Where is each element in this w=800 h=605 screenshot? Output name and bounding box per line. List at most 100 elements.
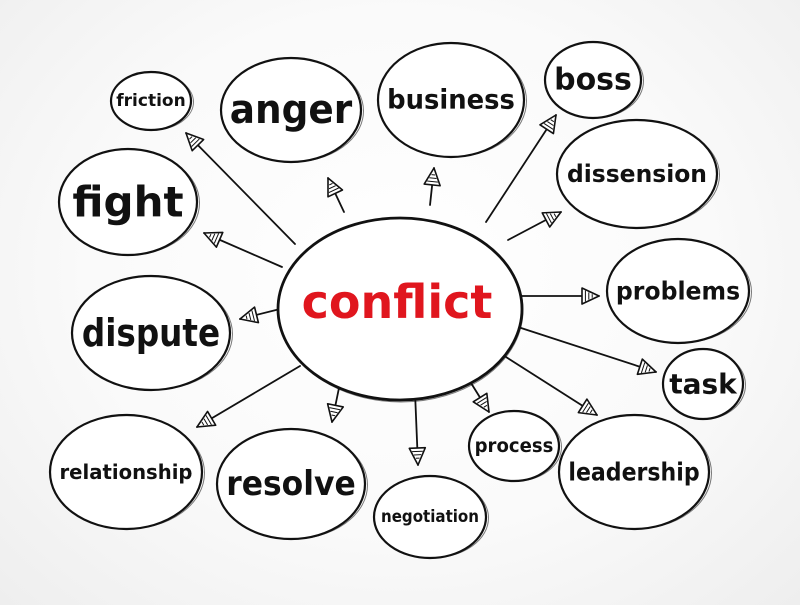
node-negotiation: negotiation xyxy=(372,474,489,560)
node-label: dissension xyxy=(567,160,707,188)
arrowhead xyxy=(185,132,205,152)
arrowhead-hatch xyxy=(205,415,212,425)
node-ellipse xyxy=(109,70,193,132)
arrowhead-hatch xyxy=(549,213,555,221)
node-label: process xyxy=(475,435,554,457)
arrow-friction xyxy=(185,132,296,245)
arrowhead-hatch xyxy=(190,137,197,144)
arrowhead-hatch xyxy=(550,119,555,123)
node-label: resolve xyxy=(226,464,356,504)
arrowhead-hatch xyxy=(644,365,648,373)
arrowhead-hatch xyxy=(589,409,593,414)
arrow-line xyxy=(485,114,557,223)
arrowhead xyxy=(203,231,224,248)
node-ellipse xyxy=(605,237,751,345)
node-ellipse xyxy=(48,413,204,531)
arrowhead-hatch xyxy=(328,187,339,194)
node-ellipse xyxy=(372,474,488,560)
arrow-dissension xyxy=(507,211,562,241)
arrow-anger xyxy=(327,177,345,213)
arrowhead-hatch xyxy=(329,182,333,186)
arrowhead-hatch xyxy=(476,397,487,404)
node-relationship: relationship xyxy=(48,413,205,531)
node-ellipse xyxy=(57,147,199,257)
arrow-dispute xyxy=(239,306,281,324)
arrow-boss xyxy=(485,114,557,223)
arrowhead-hatch xyxy=(211,233,216,241)
node-leadership: leadership xyxy=(557,413,712,531)
arrowhead xyxy=(408,446,427,466)
arrowhead xyxy=(539,114,557,135)
arrowhead-hatch xyxy=(331,414,336,417)
node-ellipse xyxy=(376,41,526,159)
arrow-line xyxy=(517,326,657,373)
arrowhead-hatch xyxy=(480,401,487,406)
arrowhead-hatch xyxy=(483,404,488,408)
arrowhead-hatch xyxy=(547,121,554,126)
arrow-line xyxy=(505,356,598,416)
node-ellipse xyxy=(555,118,719,230)
arrowhead-hatch xyxy=(328,185,336,190)
node-dispute: dispute xyxy=(70,274,233,392)
arrowhead xyxy=(472,392,490,413)
node-business: business xyxy=(376,41,527,159)
arrow-line xyxy=(196,365,301,428)
node-label: task xyxy=(669,368,738,401)
node-label: business xyxy=(387,85,515,116)
arrowhead-hatch xyxy=(648,368,651,372)
node-label: boss xyxy=(554,63,632,98)
node-label: dispute xyxy=(82,311,220,355)
arrowhead-hatch xyxy=(203,418,209,426)
node-ellipse xyxy=(215,427,367,541)
node-dissension: dissension xyxy=(555,118,720,230)
arrowhead-hatch xyxy=(429,177,437,180)
arrowhead-hatch xyxy=(329,407,341,411)
arrowhead-hatch xyxy=(251,310,255,322)
node-friction: friction xyxy=(109,70,194,132)
node-problems: problems xyxy=(605,237,752,345)
arrowhead xyxy=(577,398,598,416)
node-label: relationship xyxy=(60,460,193,484)
center-label: conflict xyxy=(302,275,493,329)
arrowhead-hatch xyxy=(553,213,557,218)
edges-layer xyxy=(185,114,657,466)
node-label: friction xyxy=(116,91,185,111)
arrowhead-hatch xyxy=(330,410,338,414)
arrowhead xyxy=(326,402,345,423)
arrowhead-hatch xyxy=(248,312,252,321)
arrow-task xyxy=(517,326,657,376)
arrow-business xyxy=(423,167,441,206)
arrowhead xyxy=(196,410,217,428)
node-fight: fight xyxy=(57,147,200,257)
arrowhead-hatch xyxy=(209,233,212,238)
arrowhead-hatch xyxy=(245,315,248,320)
node-label: anger xyxy=(230,87,353,133)
arrow-problems xyxy=(521,287,600,305)
arrowhead-hatch xyxy=(640,362,646,374)
center-layer: conflict xyxy=(276,216,524,403)
arrow-leadership xyxy=(505,356,598,416)
node-task: task xyxy=(661,347,746,421)
arrowhead-hatch xyxy=(546,213,552,224)
center-node xyxy=(276,216,524,402)
nodes-layer: friction anger business boss fight dissension… xyxy=(48,40,752,560)
node-ellipse xyxy=(467,409,561,483)
arrowhead xyxy=(541,211,562,228)
node-label: problems xyxy=(616,277,740,306)
node-label: negotiation xyxy=(381,507,479,527)
node-ellipse xyxy=(543,40,643,120)
node-ellipse xyxy=(219,56,363,164)
arrow-negotiation xyxy=(408,391,427,466)
node-label: fight xyxy=(72,178,183,227)
arrow-fight xyxy=(203,231,283,268)
arrowhead-hatch xyxy=(191,138,200,147)
arrowhead xyxy=(327,177,344,198)
node-process: process xyxy=(467,409,562,483)
arrowhead-hatch xyxy=(582,402,589,413)
arrowhead-hatch xyxy=(213,233,220,244)
node-resolve: resolve xyxy=(215,427,368,541)
arrow-process xyxy=(470,382,490,413)
arrowhead-hatch xyxy=(427,180,438,183)
arrowhead xyxy=(423,167,441,187)
